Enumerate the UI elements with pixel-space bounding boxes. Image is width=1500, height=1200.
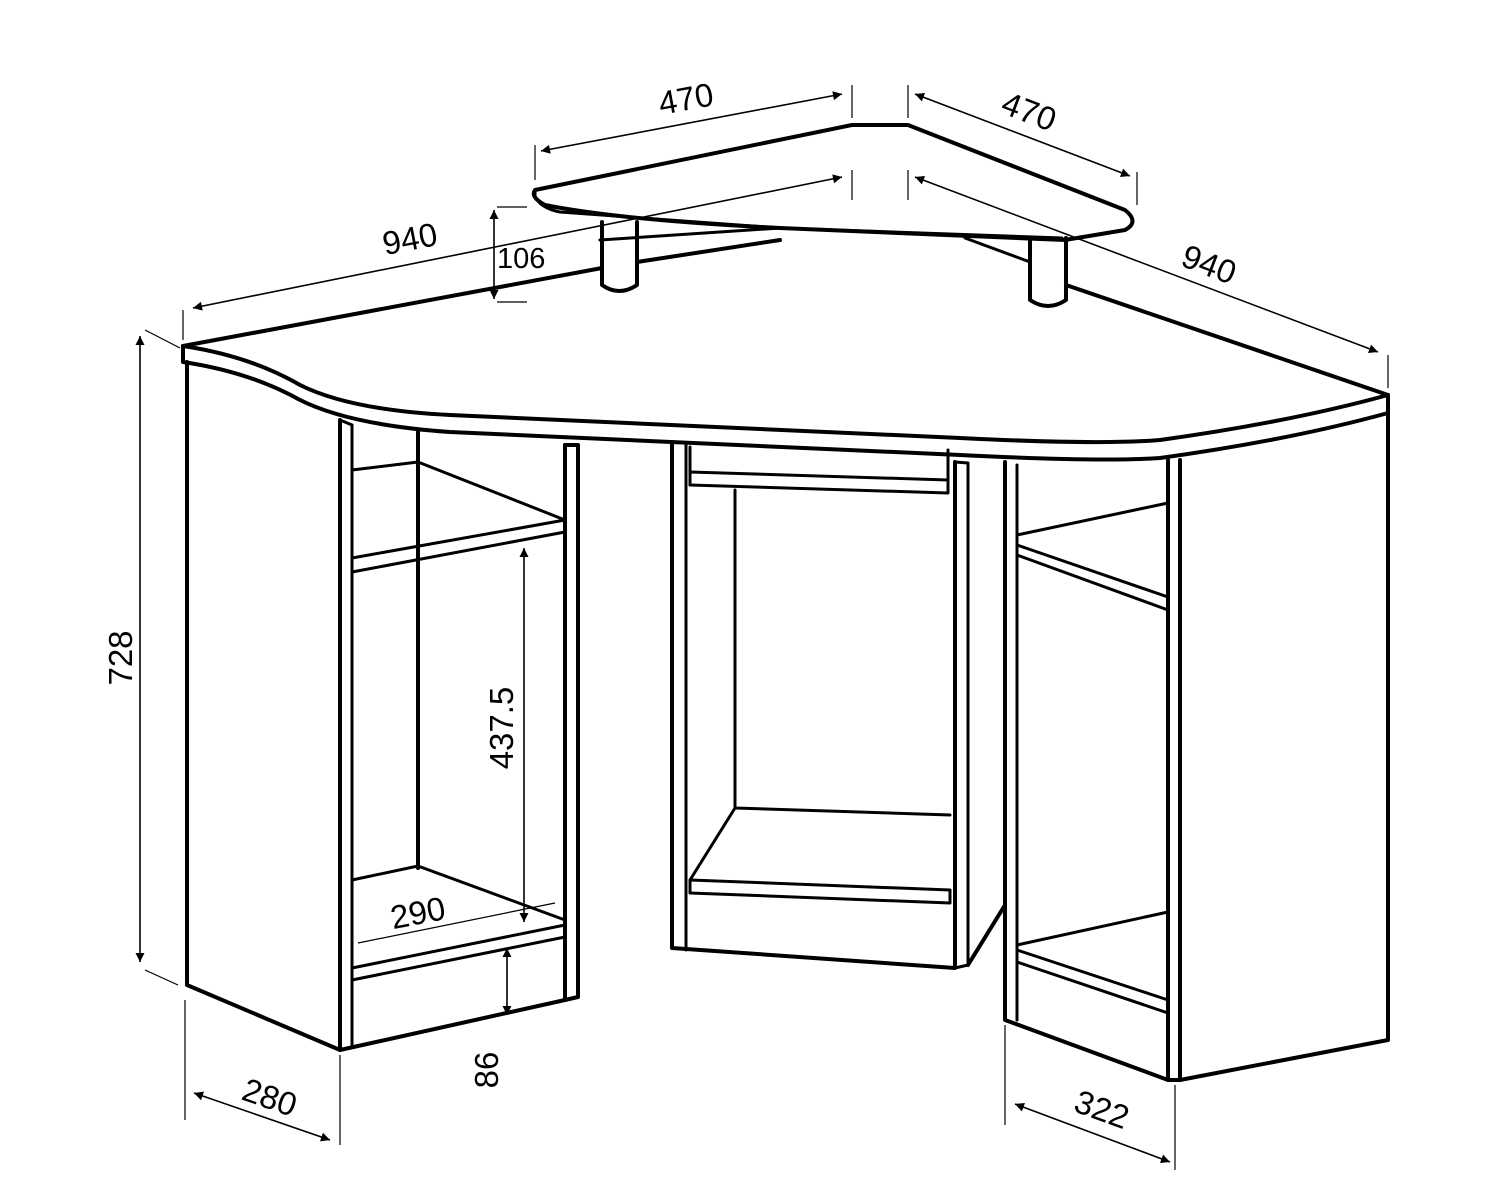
label-shelf-right: 470 <box>997 84 1062 138</box>
label-shelf-height: 106 <box>497 243 545 275</box>
dimension-lines <box>135 85 1389 1170</box>
label-plinth-height: 86 <box>468 1052 505 1089</box>
label-desk-left: 940 <box>379 215 440 262</box>
label-left-pedestal-depth: 280 <box>238 1071 302 1124</box>
label-inner-depth: 290 <box>387 889 448 936</box>
label-shelf-left: 470 <box>655 75 716 121</box>
left-pedestal <box>185 360 580 1052</box>
label-desk-right: 940 <box>1177 237 1242 291</box>
center-pedestal <box>670 440 1007 970</box>
label-total-height: 728 <box>102 630 139 685</box>
label-compartment-height: 437.5 <box>483 687 520 770</box>
right-pedestal <box>1003 411 1390 1082</box>
